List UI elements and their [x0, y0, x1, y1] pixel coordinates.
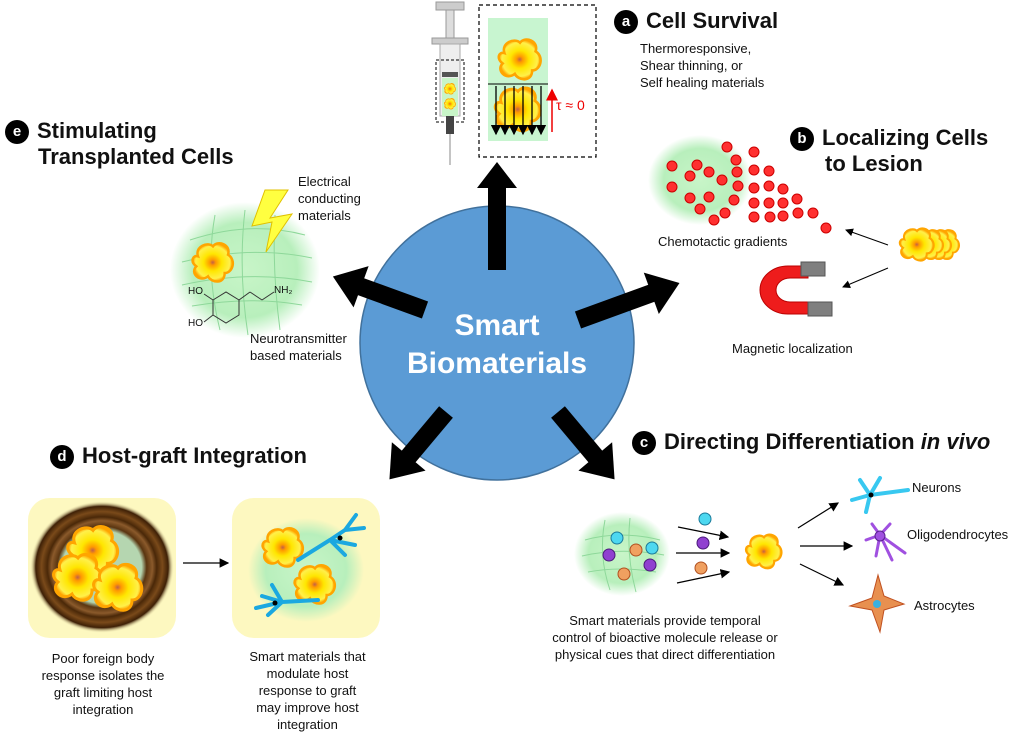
hub-label: Smart Biomaterials: [400, 307, 594, 383]
badge-d: d: [50, 445, 74, 469]
caption-line: Poor foreign body: [51, 651, 155, 666]
section-c-title-italic: in vivo: [920, 429, 991, 454]
improved-integration-caption: Smart materials that modulate host respo…: [225, 648, 390, 733]
shear-stress-label: τ ≈ 0: [556, 97, 585, 113]
label-line: based materials: [250, 348, 342, 363]
molecule-release-gel: [574, 512, 670, 596]
caption-line: physical cues that direct differentiatio…: [554, 647, 776, 662]
section-e-title-line2: Transplanted Cells: [38, 144, 234, 169]
label-line: Neurotransmitter: [250, 331, 347, 346]
caption-line: control of bioactive molecule release or: [552, 630, 778, 645]
dopamine-molecule: [203, 291, 275, 324]
badge-e: e: [5, 120, 29, 144]
electrical-gel: [170, 189, 320, 338]
section-b-heading: b Localizing Cells to Lesion: [790, 125, 988, 177]
section-c-caption: Smart materials provide temporal control…: [530, 612, 800, 663]
badge-b: b: [790, 127, 814, 151]
cell-stack-icon: [898, 227, 961, 262]
caption-line: Smart materials that: [249, 649, 366, 664]
section-b-title-line2: to Lesion: [825, 151, 923, 176]
caption-line: response to graft: [258, 683, 357, 698]
chemotactic-label: Chemotactic gradients: [658, 234, 788, 249]
arrow-to-a: [477, 162, 517, 270]
caption-line: may improve host: [256, 700, 359, 715]
caption-line: modulate host: [266, 666, 349, 681]
shear-thinning-inset: [478, 4, 597, 158]
section-e-title-line1: Stimulating: [37, 118, 157, 143]
arrow-to-e: [332, 266, 429, 319]
outcome-neurons: Neurons: [912, 480, 962, 495]
section-c-heading: c Directing Differentiation in vivo: [632, 429, 990, 455]
lightning-bolt-icon: [251, 189, 294, 253]
molecule-nh2: NH₂: [274, 285, 293, 296]
section-d-title: Host-graft Integration: [82, 443, 307, 468]
label-line: materials: [298, 208, 351, 223]
caption-line: integration: [72, 702, 134, 717]
arrow-to-d: [389, 406, 453, 480]
magnet-icon: [759, 261, 833, 317]
section-a-heading: a Cell Survival: [614, 8, 778, 34]
badge-a: a: [614, 10, 638, 34]
section-d-heading: d Host-graft Integration: [50, 443, 307, 469]
section-b-title-line1: Localizing Cells: [822, 125, 989, 150]
electrical-label: Electrical conducting materials: [298, 173, 361, 224]
caption-line: Smart materials provide temporal: [569, 613, 761, 628]
poor-response-caption: Poor foreign body response isolates the …: [18, 650, 188, 718]
arrow-to-b: [574, 272, 680, 329]
label-line: conducting: [298, 191, 361, 206]
caption-line: response isolates the: [41, 668, 165, 683]
arrow-cell-to-magnet: [842, 267, 889, 288]
caption-line: Thermoresponsive,: [640, 41, 752, 56]
hub-label-line2: Biomaterials: [406, 347, 588, 380]
host-neuron-icon: [254, 513, 366, 617]
molecule-ho-bottom: HO: [188, 318, 203, 329]
outcome-oligodendrocytes: Oligodendrocytes: [907, 527, 1009, 542]
stem-cell-icon: [744, 533, 783, 570]
magnetic-label: Magnetic localization: [732, 341, 853, 356]
neurotransmitter-label: Neurotransmitter based materials: [250, 330, 347, 364]
section-a-caption: Thermoresponsive, Shear thinning, or Sel…: [640, 40, 764, 91]
molecule-ho-top: HO: [188, 286, 203, 297]
outcome-astrocytes: Astrocytes: [914, 598, 975, 613]
chemotactic-gradient: [648, 135, 832, 234]
caption-line: integration: [277, 717, 338, 732]
section-e-heading: e Stimulating Transplanted Cells: [5, 118, 234, 170]
badge-c: c: [632, 431, 656, 455]
hub-label-line1: Smart: [454, 309, 540, 342]
label-line: Electrical: [298, 174, 351, 189]
neuron-icon: [850, 476, 910, 514]
caption-line: Shear thinning, or: [640, 58, 743, 73]
released-molecules: [676, 512, 731, 584]
section-c-title: Directing Differentiation: [664, 429, 921, 454]
section-a-title: Cell Survival: [646, 8, 779, 33]
arrow-to-c: [551, 406, 615, 480]
oligodendrocyte-icon: [864, 522, 907, 562]
syringe-icon: [431, 1, 469, 165]
arrow-cell-to-gradient: [845, 228, 889, 246]
caption-line: Self healing materials: [640, 75, 765, 90]
caption-line: graft limiting host: [53, 685, 153, 700]
